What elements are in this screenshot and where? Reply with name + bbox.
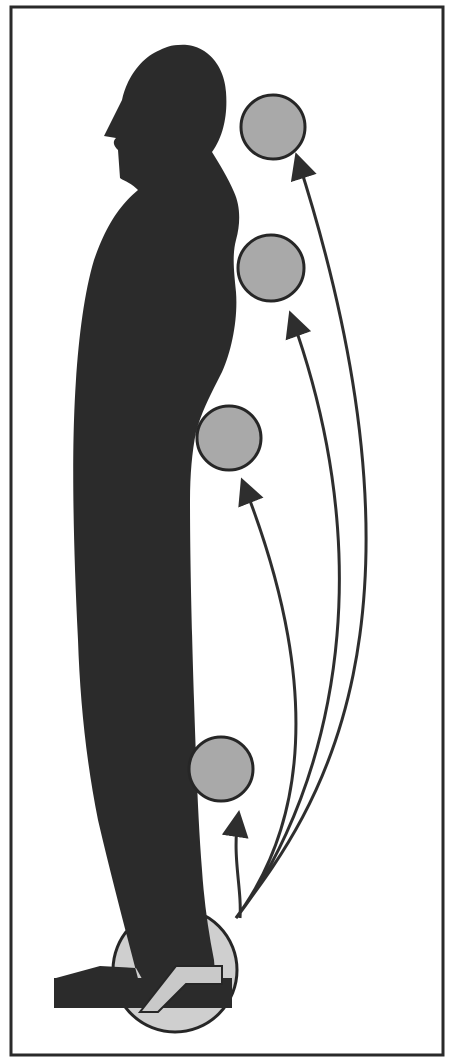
circle-shoulder-level (238, 235, 304, 301)
circle-head-level (241, 95, 305, 159)
circle-knee-level (189, 737, 253, 801)
circle-hip-level (197, 406, 261, 470)
